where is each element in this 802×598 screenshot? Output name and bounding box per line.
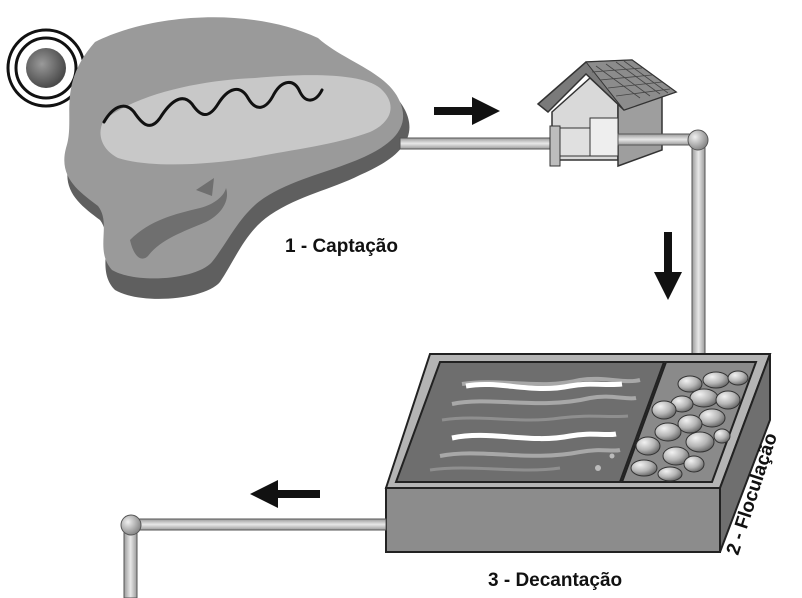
arrow-left-icon [250, 480, 320, 508]
flocculation-pebbles [630, 370, 749, 482]
intake-pipe [399, 137, 551, 150]
pump-house [536, 59, 678, 168]
label-captacao: 1 - Captação [285, 236, 398, 257]
decantation-water [429, 376, 641, 472]
label-decantacao: 3 - Decantação [488, 570, 622, 591]
arrow-right-icon [434, 97, 500, 125]
supply-pipe [617, 129, 709, 381]
reservoir-lake [64, 17, 410, 299]
arrow-down-icon [654, 232, 682, 300]
outlet-pipe [120, 514, 387, 598]
